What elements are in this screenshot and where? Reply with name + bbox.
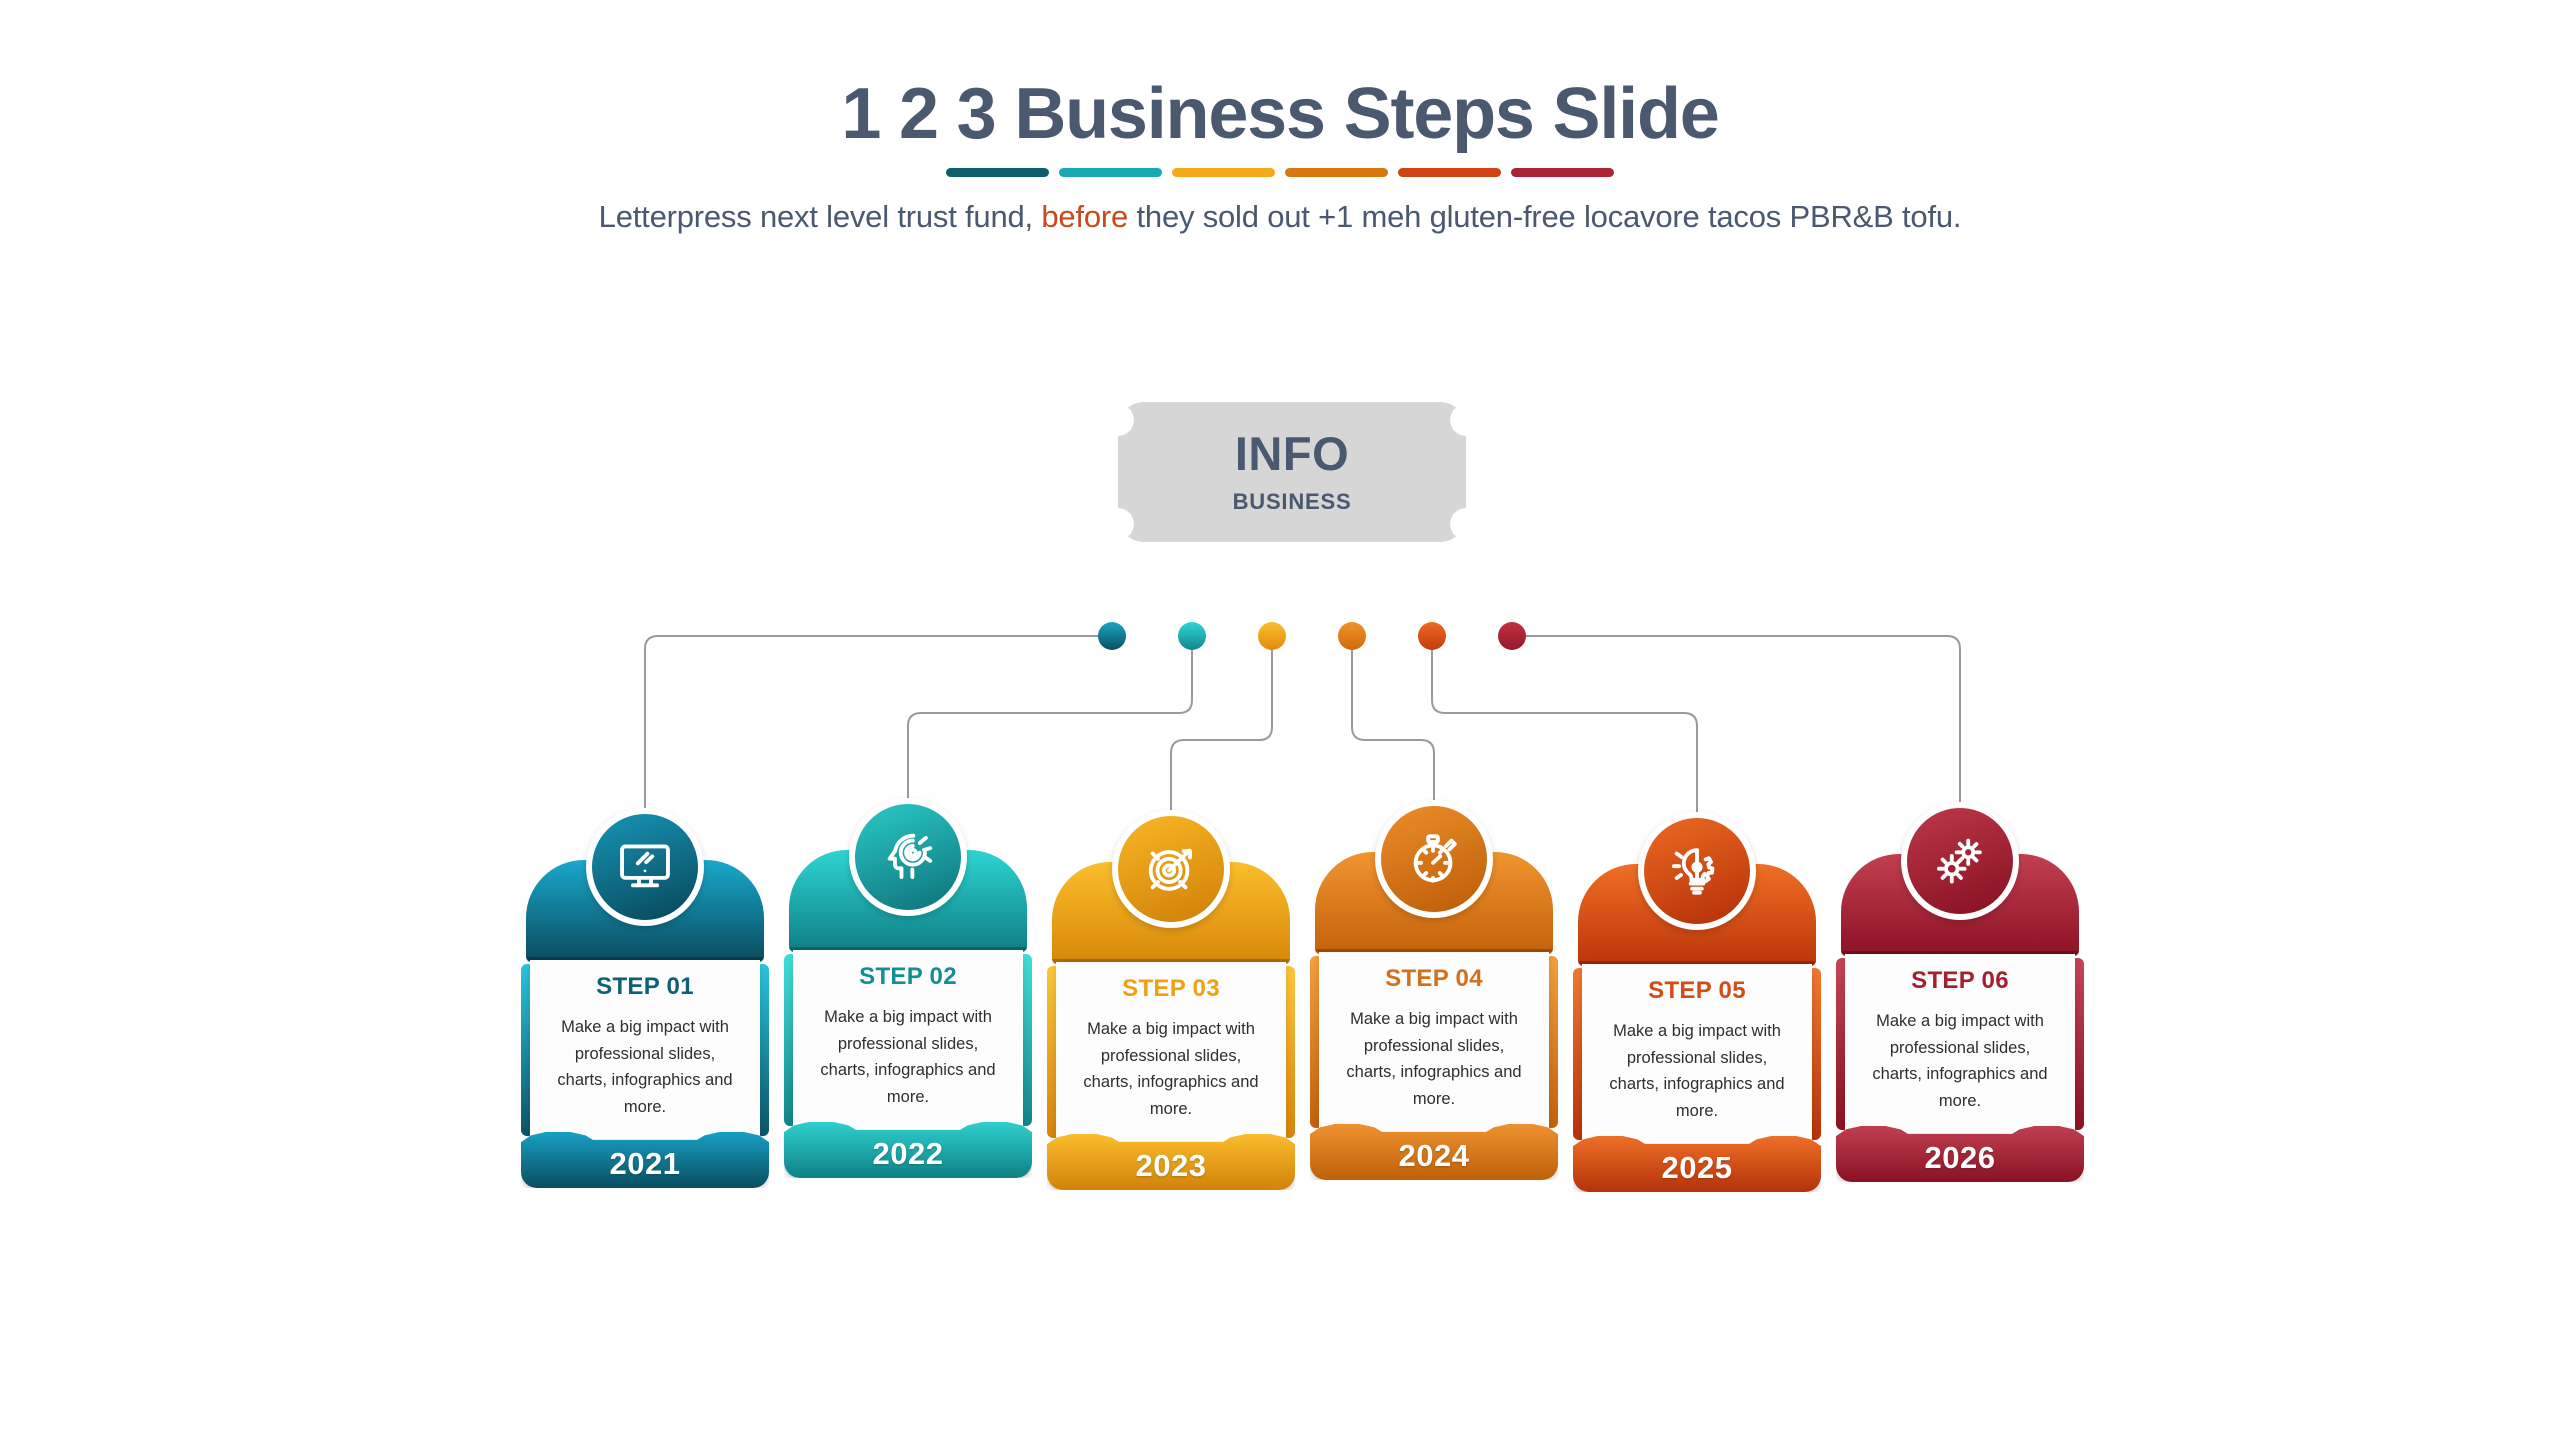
step-year-tab[interactable]: 2025 [1573, 1136, 1821, 1192]
bulb-gear-icon[interactable] [1638, 812, 1756, 930]
header: 1 2 3 Business Steps Slide Letterpress n… [0, 0, 2560, 235]
step-description: Make a big impact with professional slid… [557, 1018, 733, 1117]
subtitle-highlight: before [1041, 199, 1129, 234]
step-card-body: STEP 04 Make a big impact with professio… [1319, 952, 1549, 1132]
step-description: Make a big impact with professional slid… [1609, 1022, 1785, 1121]
step-label: STEP 05 [1648, 977, 1746, 1004]
title-underline-bars [0, 168, 2560, 177]
step-label: STEP 06 [1911, 967, 2009, 994]
step-card-body: STEP 05 Make a big impact with professio… [1582, 964, 1812, 1144]
step-year-label: 2023 [1135, 1147, 1207, 1183]
step-card-body-wrap: STEP 02 Make a big impact with professio… [784, 950, 1032, 1130]
step-year-tab[interactable]: 2026 [1836, 1126, 2084, 1182]
mind-maze-icon[interactable] [849, 798, 967, 916]
step-year-label: 2022 [872, 1135, 944, 1171]
stopwatch-icon[interactable] [1375, 800, 1493, 918]
step-description: Make a big impact with professional slid… [1872, 1012, 2048, 1111]
step-label: STEP 02 [859, 963, 957, 990]
step-card-body-wrap: STEP 03 Make a big impact with professio… [1047, 962, 1295, 1142]
underline-bar-4 [1285, 168, 1388, 177]
step-description: Make a big impact with professional slid… [1083, 1020, 1259, 1119]
step-card-body-wrap: STEP 05 Make a big impact with professio… [1573, 964, 1821, 1144]
step-year-label: 2024 [1398, 1137, 1470, 1173]
subtitle-part-2: they sold out +1 meh gluten-free locavor… [1128, 199, 1962, 234]
gears-icon[interactable] [1901, 802, 2019, 920]
step-card-body: STEP 03 Make a big impact with professio… [1056, 962, 1286, 1142]
underline-bar-6 [1511, 168, 1614, 177]
step-label: STEP 01 [596, 973, 694, 1000]
step-year-label: 2026 [1924, 1139, 1996, 1175]
step-description: Make a big impact with professional slid… [820, 1008, 996, 1107]
info-badge-subtitle: BUSINESS [1232, 488, 1352, 514]
step-year-tab[interactable]: 2022 [784, 1122, 1032, 1178]
subtitle-part-1: Letterpress next level trust fund, [598, 199, 1042, 234]
step-description: Make a big impact with professional slid… [1346, 1010, 1522, 1109]
info-badge: INFO BUSINESS [1118, 402, 1466, 542]
step-label: STEP 04 [1385, 965, 1483, 992]
underline-bar-5 [1398, 168, 1501, 177]
step-card-body-wrap: STEP 04 Make a big impact with professio… [1310, 952, 1558, 1132]
page-title: 1 2 3 Business Steps Slide [841, 74, 1719, 154]
step-year-tab[interactable]: 2024 [1310, 1124, 1558, 1180]
step-card-body: STEP 01 Make a big impact with professio… [530, 960, 760, 1140]
step-card-body-wrap: STEP 06 Make a big impact with professio… [1836, 954, 2084, 1134]
step-year-label: 2025 [1661, 1149, 1733, 1185]
underline-bar-1 [946, 168, 1049, 177]
step-year-tab[interactable]: 2023 [1047, 1134, 1295, 1190]
monitor-icon[interactable] [586, 808, 704, 926]
info-badge-title: INFO [1234, 426, 1350, 480]
page-subtitle: Letterpress next level trust fund, befor… [0, 199, 2560, 235]
step-label: STEP 03 [1122, 975, 1220, 1002]
underline-bar-2 [1059, 168, 1162, 177]
step-card-body: STEP 06 Make a big impact with professio… [1845, 954, 2075, 1134]
target-arrow-icon[interactable] [1112, 810, 1230, 928]
step-year-label: 2021 [609, 1145, 681, 1181]
step-card-body: STEP 02 Make a big impact with professio… [793, 950, 1023, 1130]
step-year-tab[interactable]: 2021 [521, 1132, 769, 1188]
step-card-body-wrap: STEP 01 Make a big impact with professio… [521, 960, 769, 1140]
underline-bar-3 [1172, 168, 1275, 177]
